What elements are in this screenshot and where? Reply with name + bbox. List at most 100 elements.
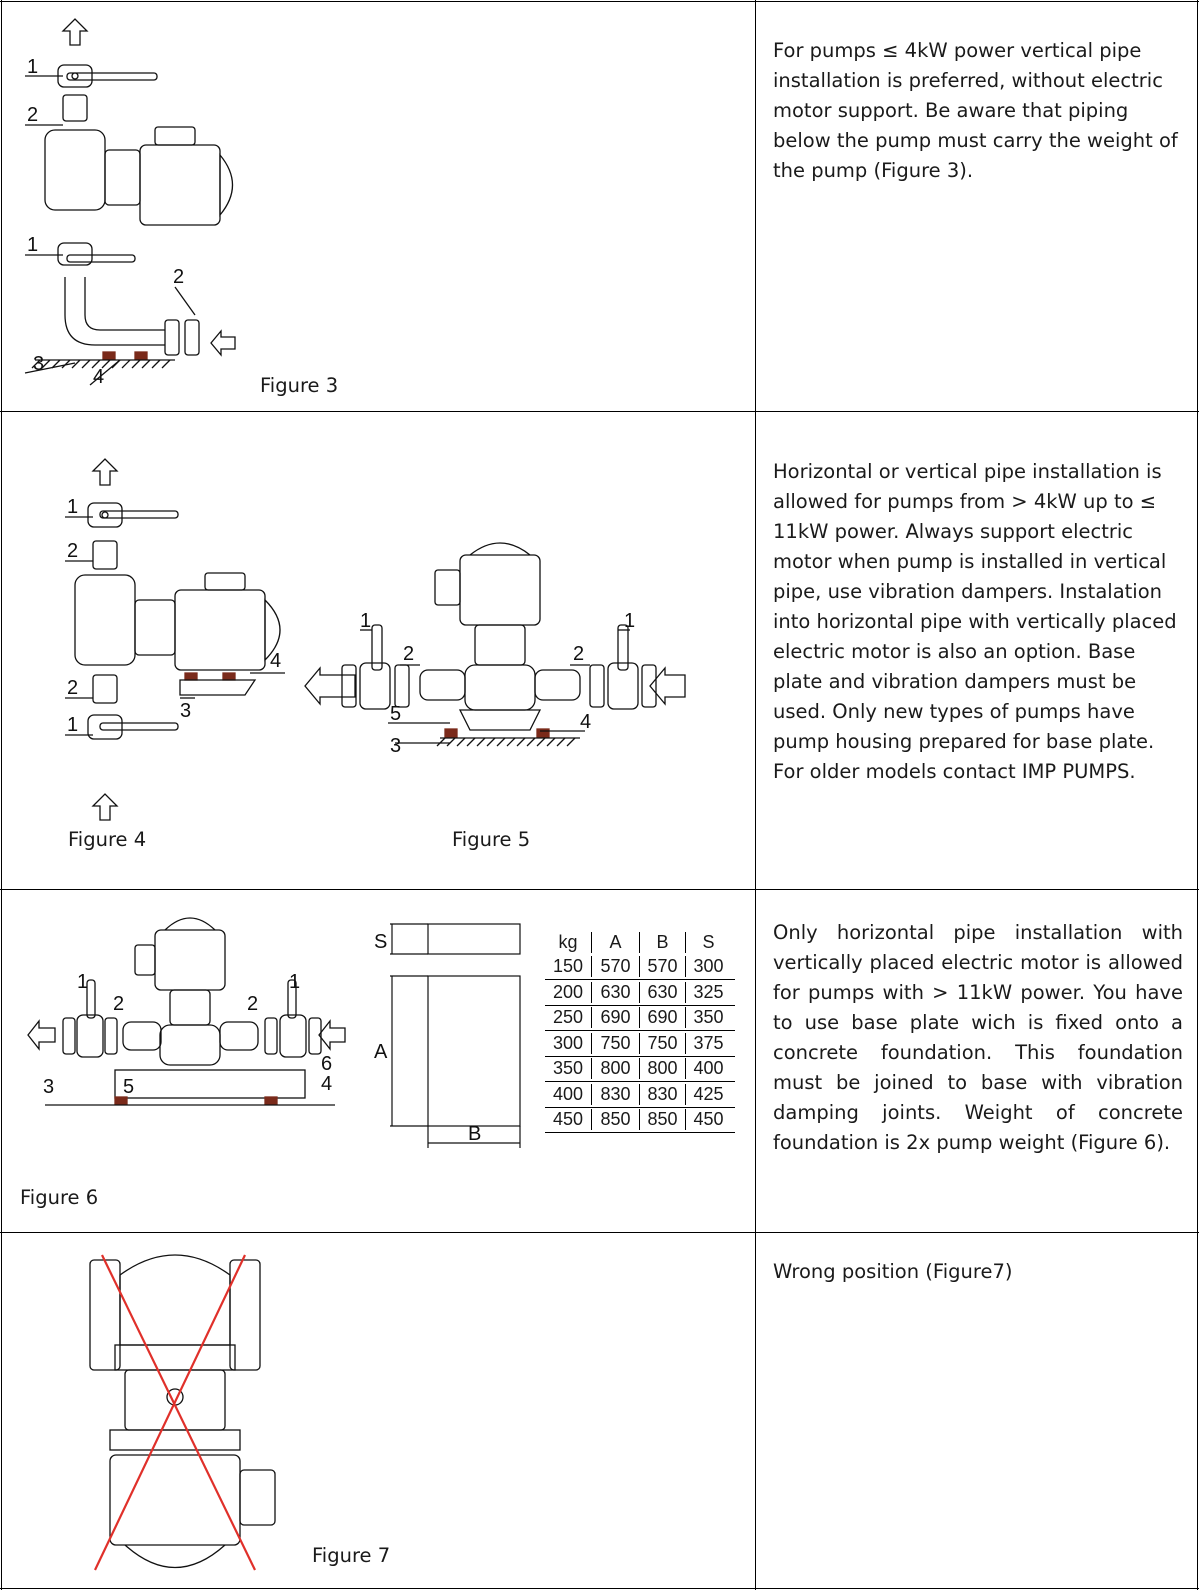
callout-1: 1 <box>27 234 38 256</box>
row-divider-3 <box>0 1232 1199 1233</box>
flow-up-arrow-icon <box>91 793 119 821</box>
cell-b: 850 <box>640 1109 686 1131</box>
cell-s: 375 <box>693 1032 724 1053</box>
table-border-top <box>0 1 1199 2</box>
callout-4: 4 <box>93 366 104 388</box>
header-b: B <box>640 931 686 953</box>
dimension-label-a: A <box>374 1041 388 1063</box>
figure-7-description: Wrong position (Figure7) <box>773 1260 1013 1283</box>
motor-body <box>139 144 221 226</box>
table-row: 450 850 850 450 <box>545 1108 735 1133</box>
callout-1: 1 <box>77 971 88 993</box>
figure-7-drawing <box>89 1254 276 1571</box>
callout-1: 1 <box>67 714 78 736</box>
figure-6-drawing: 1 2 2 1 3 5 6 4 <box>27 917 346 1106</box>
cell-b: 570 <box>640 956 686 978</box>
cell-a: 630 <box>592 981 640 1003</box>
header-s: S <box>702 931 715 952</box>
figure-3-description: For pumps ≤ 4kW power vertical pipe inst… <box>773 39 1178 182</box>
table-row: 350 800 800 400 <box>545 1057 735 1082</box>
dimension-table: kg A B S 150 570 570 300 200 630 630 325… <box>545 930 735 1133</box>
callout-5: 5 <box>390 703 401 725</box>
figure-3-drawing: 1 2 1 2 3 4 <box>24 18 236 388</box>
callout-3: 3 <box>33 353 44 375</box>
foundation-dimension-drawing: S A B <box>374 923 521 1148</box>
callout-4: 4 <box>321 1073 332 1095</box>
cell-s: 300 <box>693 956 724 977</box>
flow-in-arrow-icon <box>210 329 236 357</box>
cell-s: 325 <box>693 981 724 1002</box>
callout-1: 1 <box>624 610 635 632</box>
table-border-right <box>1197 0 1198 1590</box>
cell-a: 800 <box>592 1058 640 1080</box>
figure-6-description: Only horizontal pipe installation with v… <box>773 921 1183 1154</box>
cell-a: 750 <box>592 1032 640 1054</box>
figure-7-caption: Figure 7 <box>312 1544 391 1567</box>
flow-in-arrow-icon <box>318 1019 346 1051</box>
valve-handle <box>371 624 383 671</box>
cell-b: 690 <box>640 1007 686 1029</box>
concrete-foundation <box>114 1069 306 1099</box>
callout-3: 3 <box>180 700 191 722</box>
valve-handle <box>66 72 158 81</box>
callout-1: 1 <box>27 56 38 78</box>
row-divider-2 <box>0 889 1199 890</box>
dimension-table-header: kg A B S <box>545 930 735 955</box>
pump-housing <box>159 1024 221 1066</box>
cell-kg: 200 <box>545 981 592 1003</box>
cell-kg: 150 <box>545 956 592 978</box>
dimension-label-s: S <box>374 931 387 953</box>
motor-body <box>154 929 226 991</box>
pump-housing <box>74 574 136 666</box>
table-row: 200 630 630 325 <box>545 980 735 1006</box>
figure-4-drawing: 1 2 2 1 4 3 <box>65 458 285 821</box>
table-row: 300 750 750 375 <box>545 1031 735 1057</box>
cell-b: 750 <box>640 1032 686 1054</box>
callout-5: 5 <box>123 1076 134 1098</box>
callout-3: 3 <box>43 1076 54 1098</box>
pump-housing <box>464 664 536 711</box>
cell-a: 850 <box>592 1109 640 1131</box>
callout-6: 6 <box>321 1053 332 1075</box>
figure-3-caption: Figure 3 <box>260 374 339 397</box>
figure-4-caption: Figure 4 <box>68 828 147 851</box>
callout-2: 2 <box>573 643 584 665</box>
cell-kg: 250 <box>545 1007 592 1029</box>
flow-in-arrow-icon <box>649 666 686 706</box>
flow-out-arrow-icon <box>304 666 356 706</box>
callout-3: 3 <box>390 735 401 757</box>
cell-b: 830 <box>640 1083 686 1105</box>
callout-2: 2 <box>113 993 124 1015</box>
header-kg: kg <box>545 931 592 953</box>
table-row: 250 690 690 350 <box>545 1006 735 1031</box>
table-border-left <box>1 0 2 1590</box>
table-column-divider <box>755 0 756 1590</box>
callout-2: 2 <box>247 993 258 1015</box>
row-divider-1 <box>0 411 1199 412</box>
flow-out-arrow-icon <box>27 1019 56 1051</box>
table-row: 400 830 830 425 <box>545 1082 735 1108</box>
motor-body <box>174 589 266 671</box>
figure-4-5-description: Horizontal or vertical pipe installation… <box>773 460 1177 783</box>
cell-kg: 350 <box>545 1058 592 1080</box>
pump-housing <box>119 1254 231 1346</box>
flow-up-arrow-icon <box>61 18 89 46</box>
pump-housing <box>44 129 106 211</box>
callout-2: 2 <box>173 266 184 288</box>
wrong-position-cross <box>94 1254 246 1571</box>
figure-5-drawing: 1 2 2 1 5 4 3 <box>304 542 686 757</box>
figure-6-caption: Figure 6 <box>20 1186 99 1209</box>
table-border-bottom <box>0 1588 1199 1589</box>
cell-kg: 400 <box>545 1083 592 1105</box>
cell-a: 830 <box>592 1083 640 1105</box>
flow-up-arrow-icon <box>91 458 119 486</box>
cell-a: 570 <box>592 956 640 978</box>
callout-1: 1 <box>289 971 300 993</box>
cell-b: 800 <box>640 1058 686 1080</box>
callout-2: 2 <box>67 677 78 699</box>
cell-kg: 300 <box>545 1032 592 1054</box>
callout-2: 2 <box>27 104 38 126</box>
cell-s: 450 <box>693 1109 724 1130</box>
callout-1: 1 <box>67 496 78 518</box>
